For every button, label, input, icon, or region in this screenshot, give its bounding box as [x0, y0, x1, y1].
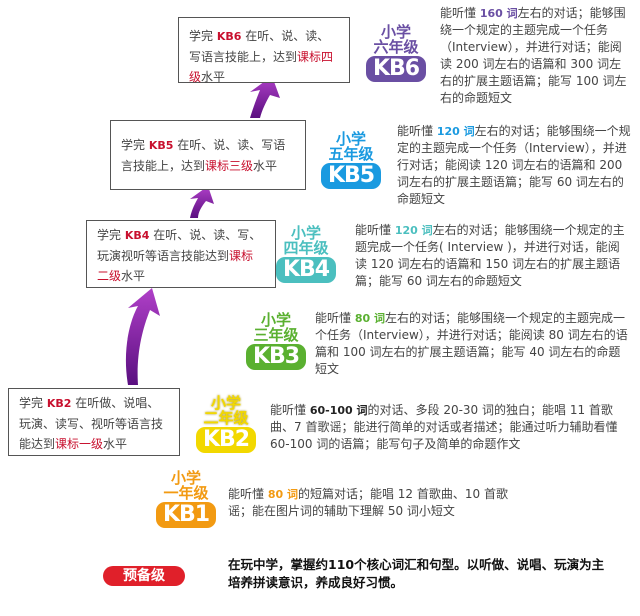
standard-level: 课标一级 — [55, 437, 104, 451]
up-arrow-icon — [250, 76, 280, 118]
desc-text: 能听懂 — [228, 487, 268, 501]
standard-level: 课标三级 — [205, 159, 254, 173]
kb-code: KB4 — [276, 257, 336, 283]
prep-level-badge: 预备级 — [103, 566, 185, 586]
grade-year: 五年级 — [328, 145, 374, 163]
desc-text: 能听懂 — [315, 311, 355, 325]
grade-year: 一年级 — [163, 484, 209, 502]
box-text: 学完 — [189, 29, 217, 43]
grade-year: 六年级 — [373, 38, 419, 56]
level-description-kb1: 能听懂 80 词的短篇对话；能唱 12 首歌曲、10 首歌谣；能在图片词的辅助下… — [228, 486, 528, 520]
level-description-kb2: 能听懂 60-100 词的对话、多段 20-30 词的独白；能唱 11 首歌曲、… — [270, 402, 632, 453]
desc-text: 左右的对话；能够围绕一个规定的主题完成一个任务（Interview），并进行对话… — [440, 6, 627, 105]
desc-text: 左右的对话；能够围绕一个规定的主题完成一个任务( Interview )，并进行… — [355, 223, 625, 288]
level-description-kb5: 能听懂 120 词左右的对话；能够围绕一个规定的主题完成一个任务（Intervi… — [397, 123, 631, 208]
vocab-highlight: 60-100 词 — [309, 404, 368, 417]
desc-text: 左右的对话；能够围绕一个规定的主题完成一个任务（Interview），并进行对话… — [315, 311, 628, 376]
vocab-highlight: 120 词 — [394, 224, 433, 237]
desc-text: 的对话、多段 20-30 词的独白；能唱 11 首歌曲、7 首歌谣；能进行简单的… — [270, 403, 618, 451]
grade-school: 小学 — [290, 224, 321, 242]
kb-code: KB5 — [148, 139, 174, 152]
box-text: 水平 — [201, 70, 226, 84]
grade-school: 小学 — [260, 311, 291, 329]
kb-code: KB4 — [124, 229, 150, 242]
up-arrow-icon — [125, 288, 160, 385]
kb-code: KB3 — [246, 344, 306, 370]
level-description-kb4: 能听懂 120 词左右的对话；能够围绕一个规定的主题完成一个任务( Interv… — [355, 222, 631, 290]
kb-code: KB1 — [156, 502, 216, 528]
level-description-kb6: 能听懂 160 词左右的对话；能够围绕一个规定的主题完成一个任务（Intervi… — [440, 5, 630, 107]
achievement-box-kb6: 学完 KB6 在听、说、读、写语言技能上，达到课标四级水平 — [178, 17, 350, 84]
grade-school: 小学 — [380, 23, 411, 41]
vocab-highlight: 120 词 — [436, 125, 475, 138]
kb-code: KB2 — [46, 397, 72, 410]
box-text: 在听、说、读、写、玩演视听等语言技能达到 — [97, 228, 262, 263]
achievement-box-kb2: 学完 KB2 在听做、说唱、玩演、读写、视听等语言技能达到课标一级水平 — [8, 388, 180, 456]
box-text: 在听、说、读、写语言技能上，达到 — [121, 138, 286, 173]
desc-text: 能听懂 — [440, 6, 480, 20]
standard-level: 课标二级 — [97, 249, 254, 283]
desc-text: 能听懂 — [355, 223, 395, 237]
desc-text: 左右的对话；能够围绕一个规定的主题完成一个任务（Interview），并进行对话… — [397, 124, 631, 206]
box-text: 水平 — [121, 269, 146, 283]
kb-code: KB6 — [366, 56, 426, 82]
grade-year: 四年级 — [283, 239, 329, 257]
box-text: 水平 — [103, 437, 128, 451]
box-text: 在听做、说唱、玩演、读写、视听等语言技能达到 — [19, 396, 164, 451]
box-text: 学完 — [97, 228, 125, 242]
vocab-highlight: 160 词 — [479, 7, 518, 20]
box-text: 学完 — [121, 138, 149, 152]
grade-school: 小学 — [170, 469, 201, 487]
prep-description: 在玩中学，掌握约110个核心词汇和句型。以听做、说唱、玩演为主 培养拼读意识，养… — [228, 557, 605, 590]
level-description-kb3: 能听懂 80 词左右的对话；能够围绕一个规定的主题完成一个任务（Intervie… — [315, 310, 631, 378]
up-arrow-icon — [190, 186, 214, 218]
grade-year: 二年级 — [203, 409, 249, 427]
standard-level: 课标四级 — [189, 50, 334, 84]
vocab-highlight: 80 词 — [267, 488, 298, 501]
desc-text: 的短篇对话；能唱 12 首歌曲、10 首歌谣；能在图片词的辅助下理解 50 词小… — [228, 487, 508, 518]
kb-code: KB6 — [216, 30, 242, 43]
achievement-box-kb4: 学完 KB4 在听、说、读、写、玩演视听等语言技能达到课标二级水平 — [86, 220, 276, 288]
grade-school: 小学 — [335, 130, 366, 148]
achievement-box-kb5: 学完 KB5 在听、说、读、写语言技能上，达到课标三级水平 — [110, 120, 306, 190]
grade-year: 三年级 — [253, 326, 299, 344]
box-text: 学完 — [19, 396, 47, 410]
desc-text: 能听懂 — [397, 124, 437, 138]
kb-code: KB5 — [321, 163, 381, 189]
box-text: 在听、说、读、写语言技能上，达到 — [189, 29, 330, 64]
vocab-highlight: 80 词 — [354, 312, 385, 325]
grade-school: 小学 — [210, 394, 241, 412]
desc-text: 能听懂 — [270, 403, 310, 417]
box-text: 水平 — [253, 159, 278, 173]
kb-code: KB2 — [196, 427, 256, 453]
